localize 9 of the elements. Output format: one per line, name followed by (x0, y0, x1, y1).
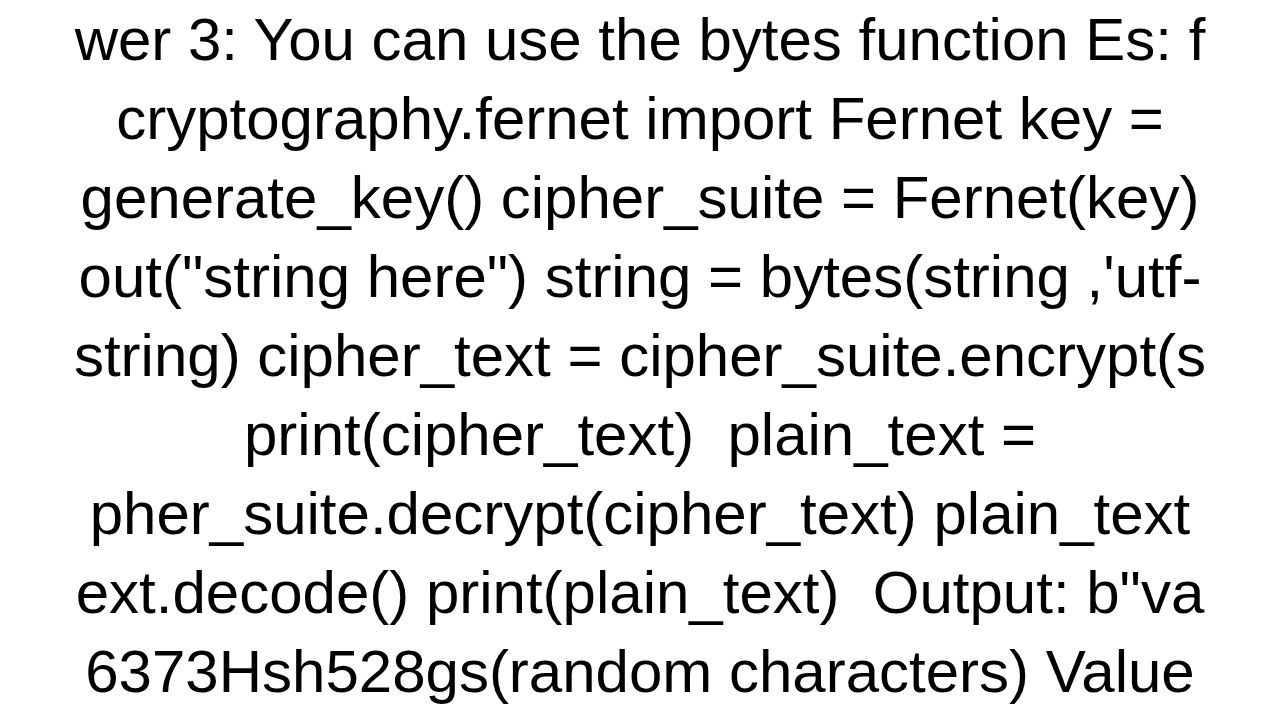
text-line: out("string here") string = bytes(string ,'utf- (78, 243, 1202, 310)
text-line: ext.decode() print(plain_text) Output: b"va (75, 559, 1205, 626)
text-line: pher_suite.decrypt(cipher_text) plain_text (89, 480, 1191, 547)
text-line: print(cipher_text) plain_text = (243, 401, 1037, 468)
text-line: string) cipher_text = cipher_suite.encrypt(s (73, 322, 1207, 389)
text-line: 6373Hsh528gs(random characters) Value (85, 638, 1195, 705)
text-line: generate_key() cipher_suite = Fernet(key) (80, 164, 1200, 231)
text-line: cryptography.fernet import Fernet key = (116, 85, 1164, 152)
text-line: wer 3: You can use the bytes function Es: f (74, 6, 1206, 73)
